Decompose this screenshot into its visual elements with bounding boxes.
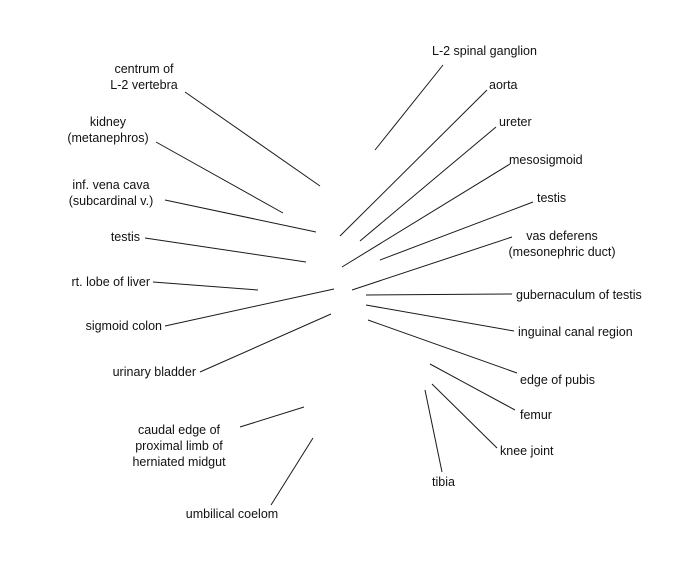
leader-centrum xyxy=(184,91,321,187)
label-mesosigmoid: mesosigmoid xyxy=(509,153,583,167)
label-liver: rt. lobe of liver xyxy=(71,275,150,289)
label-gubernaculum: gubernaculum of testis xyxy=(516,288,642,302)
leader-sigmoid-colon xyxy=(164,288,335,327)
leader-pubis xyxy=(367,319,518,374)
leader-inguinal xyxy=(365,304,515,332)
leader-caudal-edge xyxy=(239,406,305,428)
label-caudal-edge: caudal edge of proximal limb of herniate… xyxy=(132,423,226,469)
label-femur: femur xyxy=(520,408,552,422)
leader-vas-deferens xyxy=(351,236,513,291)
label-umbilical-coelom: umbilical coelom xyxy=(185,507,279,521)
label-centrum: centrum of L-2 vertebra xyxy=(110,62,178,92)
leader-knee xyxy=(431,383,498,449)
label-testis-left: testis xyxy=(110,230,140,244)
leader-ureter xyxy=(359,126,497,242)
leader-mesosigmoid xyxy=(341,163,511,268)
leader-spinal-ganglion xyxy=(374,64,444,151)
label-inguinal: inguinal canal region xyxy=(518,325,633,339)
label-testis-right: testis xyxy=(537,191,567,205)
leader-kidney xyxy=(155,141,284,214)
leader-femur xyxy=(429,363,516,411)
leader-testis-left xyxy=(144,237,307,263)
leader-gubernaculum xyxy=(365,293,513,296)
label-sigmoid-colon: sigmoid colon xyxy=(85,319,162,333)
label-spinal-ganglion: L-2 spinal ganglion xyxy=(432,44,537,58)
leader-vena-cava xyxy=(164,199,317,233)
leader-umbilical-coelom xyxy=(270,437,314,506)
label-tibia: tibia xyxy=(432,475,455,489)
leader-aorta xyxy=(339,89,488,237)
label-knee: knee joint xyxy=(500,444,554,458)
label-urinary-bladder: urinary bladder xyxy=(112,365,196,379)
leader-tibia xyxy=(424,389,443,473)
label-pubis: edge of pubis xyxy=(520,373,596,387)
leader-liver xyxy=(152,281,259,291)
label-aorta: aorta xyxy=(489,78,518,92)
label-vena-cava: inf. vena cava (subcardinal v.) xyxy=(68,178,154,208)
leader-testis-right xyxy=(379,201,534,261)
label-ureter: ureter xyxy=(499,115,532,129)
label-vas-deferens: vas deferens (mesonephric duct) xyxy=(508,229,616,259)
leader-urinary-bladder xyxy=(199,313,332,373)
label-kidney: kidney (metanephros) xyxy=(67,115,149,145)
